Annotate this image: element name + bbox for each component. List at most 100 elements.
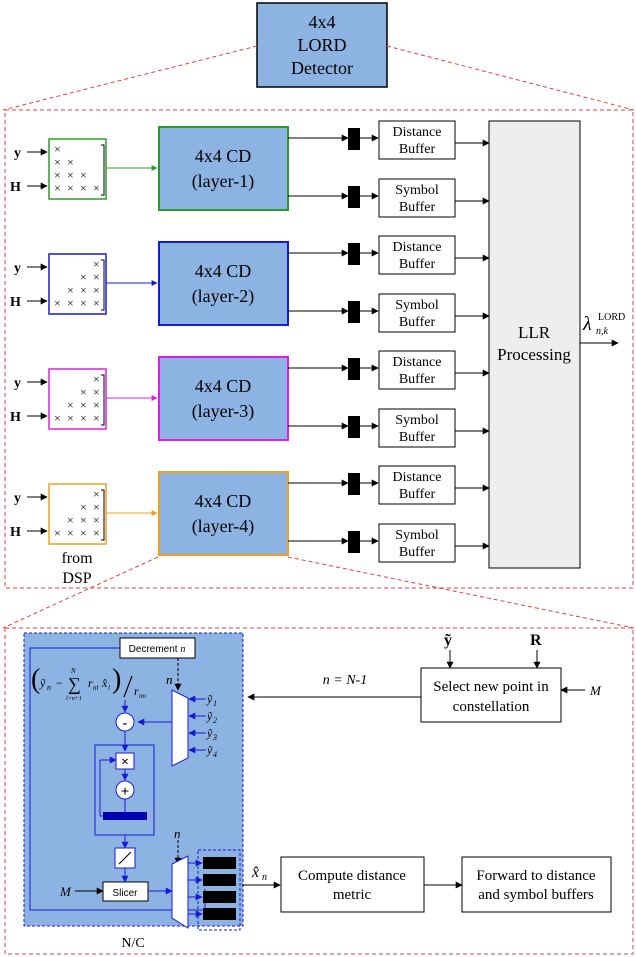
matrix-mark-3-3-1: ×: [67, 411, 74, 425]
matrix-mark-1-3-3: ×: [93, 181, 100, 195]
cd-block-2: [158, 241, 289, 326]
compute-line2: metric: [333, 887, 372, 903]
formula-x-sub: l: [108, 684, 110, 692]
register-3: [203, 891, 236, 903]
input-y-label-3: y: [14, 376, 21, 391]
formula-r-sub: nl: [93, 684, 99, 692]
layer-row-2: yH××××××××××4x4 CD(layer-2)DistanceBuffe…: [10, 235, 490, 333]
formula-lhs: ỹ: [39, 676, 46, 690]
divide-block: [114, 847, 136, 869]
select-point-block: Select new point in constellation: [420, 667, 562, 723]
formula-sum-top: N: [70, 667, 76, 675]
minus-node: -: [115, 712, 135, 732]
cd-line2-3: (layer-3): [192, 401, 255, 422]
from-dsp-line1: from: [61, 550, 93, 567]
distance-buffer-line1-3: Distance: [393, 355, 442, 370]
symbol-buffer-line2-3: Buffer: [399, 430, 436, 445]
matrix-mark-2-2-2: ×: [80, 283, 87, 297]
matrix-mark-2-3-3: ×: [93, 296, 100, 310]
distance-buffer-line1-4: Distance: [393, 470, 442, 485]
compute-distance-block: Compute distance metric: [280, 856, 425, 913]
matrix-mark-3-1-3: ×: [93, 385, 100, 399]
distance-buffer-line2-4: Buffer: [399, 487, 436, 502]
matrix-mark-3-3-3: ×: [93, 411, 100, 425]
layer-row-3: yH××××××××××4x4 CD(layer-3)DistanceBuffe…: [10, 350, 490, 448]
formula-lparen: (: [31, 664, 40, 695]
ytilde-input-3: ỹ: [206, 726, 213, 740]
input-h-label-2: H: [10, 295, 21, 310]
forward-line1: Forward to distance: [476, 868, 595, 884]
matrix-mark-2-3-1: ×: [67, 296, 74, 310]
cd-block-3: [158, 356, 289, 441]
decrement-text: Decrement: [129, 644, 181, 655]
distance-buffer-1: [378, 120, 456, 160]
n-label-2: n: [174, 826, 181, 841]
llr-line2: Processing: [497, 345, 571, 364]
lord-title-line2: LORD: [298, 35, 347, 55]
slicer-label: Slicer: [112, 888, 138, 899]
matrix-mark-2-3-2: ×: [80, 296, 87, 310]
input-y-label-4: y: [14, 491, 21, 506]
select-line2: constellation: [453, 699, 530, 715]
input-y-label-1: y: [14, 146, 21, 161]
register-stack: [203, 857, 236, 920]
forward-block: Forward to distance and symbol buffers: [461, 856, 612, 913]
ytilde-input-sub-3: 3: [212, 733, 217, 742]
matrix-mark-3-2-1: ×: [67, 398, 74, 412]
formula-den-sub: nn: [139, 692, 147, 700]
matrix-mark-2-2-3: ×: [93, 283, 100, 297]
matrix-mark-4-1-3: ×: [93, 500, 100, 514]
n-label-1: n: [166, 672, 173, 687]
input-h-label-3: H: [10, 410, 21, 425]
matrix-mark-4-3-2: ×: [80, 526, 87, 540]
formula-sum: ∑: [68, 674, 81, 694]
matrix-mark-1-2-1: ×: [54, 168, 61, 182]
cd-line1-1: 4x4 CD: [195, 146, 252, 166]
compute-line1: Compute distance: [298, 868, 406, 884]
ytilde-input-4: ỹ: [206, 743, 213, 757]
decrement-var: n: [180, 644, 185, 655]
symbol-buffer-line1-3: Symbol: [395, 413, 439, 428]
input-h-label-4: H: [10, 525, 21, 540]
cd-block-4: [158, 471, 289, 556]
select-line1: Select new point in: [433, 679, 549, 695]
formula-den: r: [134, 684, 139, 698]
matrix-mark-4-2-2: ×: [80, 513, 87, 527]
minus-symbol: -: [123, 716, 128, 731]
detail-frame: [4, 627, 634, 955]
ytilde-input-sub-1: 1: [213, 699, 217, 708]
cd-line2-4: (layer-4): [192, 516, 255, 537]
matrix-mark-1-3-1: ×: [67, 181, 74, 195]
matrix-box-1: [48, 138, 107, 200]
matrix-mark-1-2-3: ×: [80, 168, 87, 182]
matrix-mark-4-1-2: ×: [80, 500, 87, 514]
distance-buffer-4: [378, 465, 456, 505]
distance-buffer-line2-1: Buffer: [399, 142, 436, 157]
xhat-label: x̂: [251, 864, 259, 881]
mac-box: × +: [94, 744, 155, 836]
forward-line2: and symbol buffers: [478, 887, 594, 903]
matrix-mark-1-3-2: ×: [80, 181, 87, 195]
cd-line1-2: 4x4 CD: [195, 261, 252, 281]
ytilde-input-sub-4: 4: [213, 750, 217, 759]
matrix-mark-3-2-3: ×: [93, 398, 100, 412]
llr-output-sup: LORD: [598, 312, 625, 323]
matrix-mark-4-2-1: ×: [67, 513, 74, 527]
matrix-mark-3-0-3: ×: [93, 372, 100, 386]
symbol-buffer-2: [378, 293, 456, 333]
matrix-mark-4-3-1: ×: [67, 526, 74, 540]
lord-title-line1: 4x4: [309, 12, 336, 32]
distance-buffer-line1-2: Distance: [393, 240, 442, 255]
register-3-distance: [348, 358, 360, 380]
matrix-mark-3-1-2: ×: [80, 385, 87, 399]
formula: ( ỹ n − ∑ N l=n+1 r nl x̂ l ) r nn: [31, 664, 147, 702]
from-dsp-line2: DSP: [62, 570, 91, 587]
nc-label: N/C: [121, 936, 144, 951]
distance-buffer-line1-1: Distance: [393, 125, 442, 140]
zoom-lines-top: [2, 45, 635, 111]
matrix-mark-2-1-3: ×: [93, 270, 100, 284]
matrix-mark-4-2-3: ×: [93, 513, 100, 527]
register-2: [203, 874, 236, 886]
symbol-buffer-3: [378, 408, 456, 448]
